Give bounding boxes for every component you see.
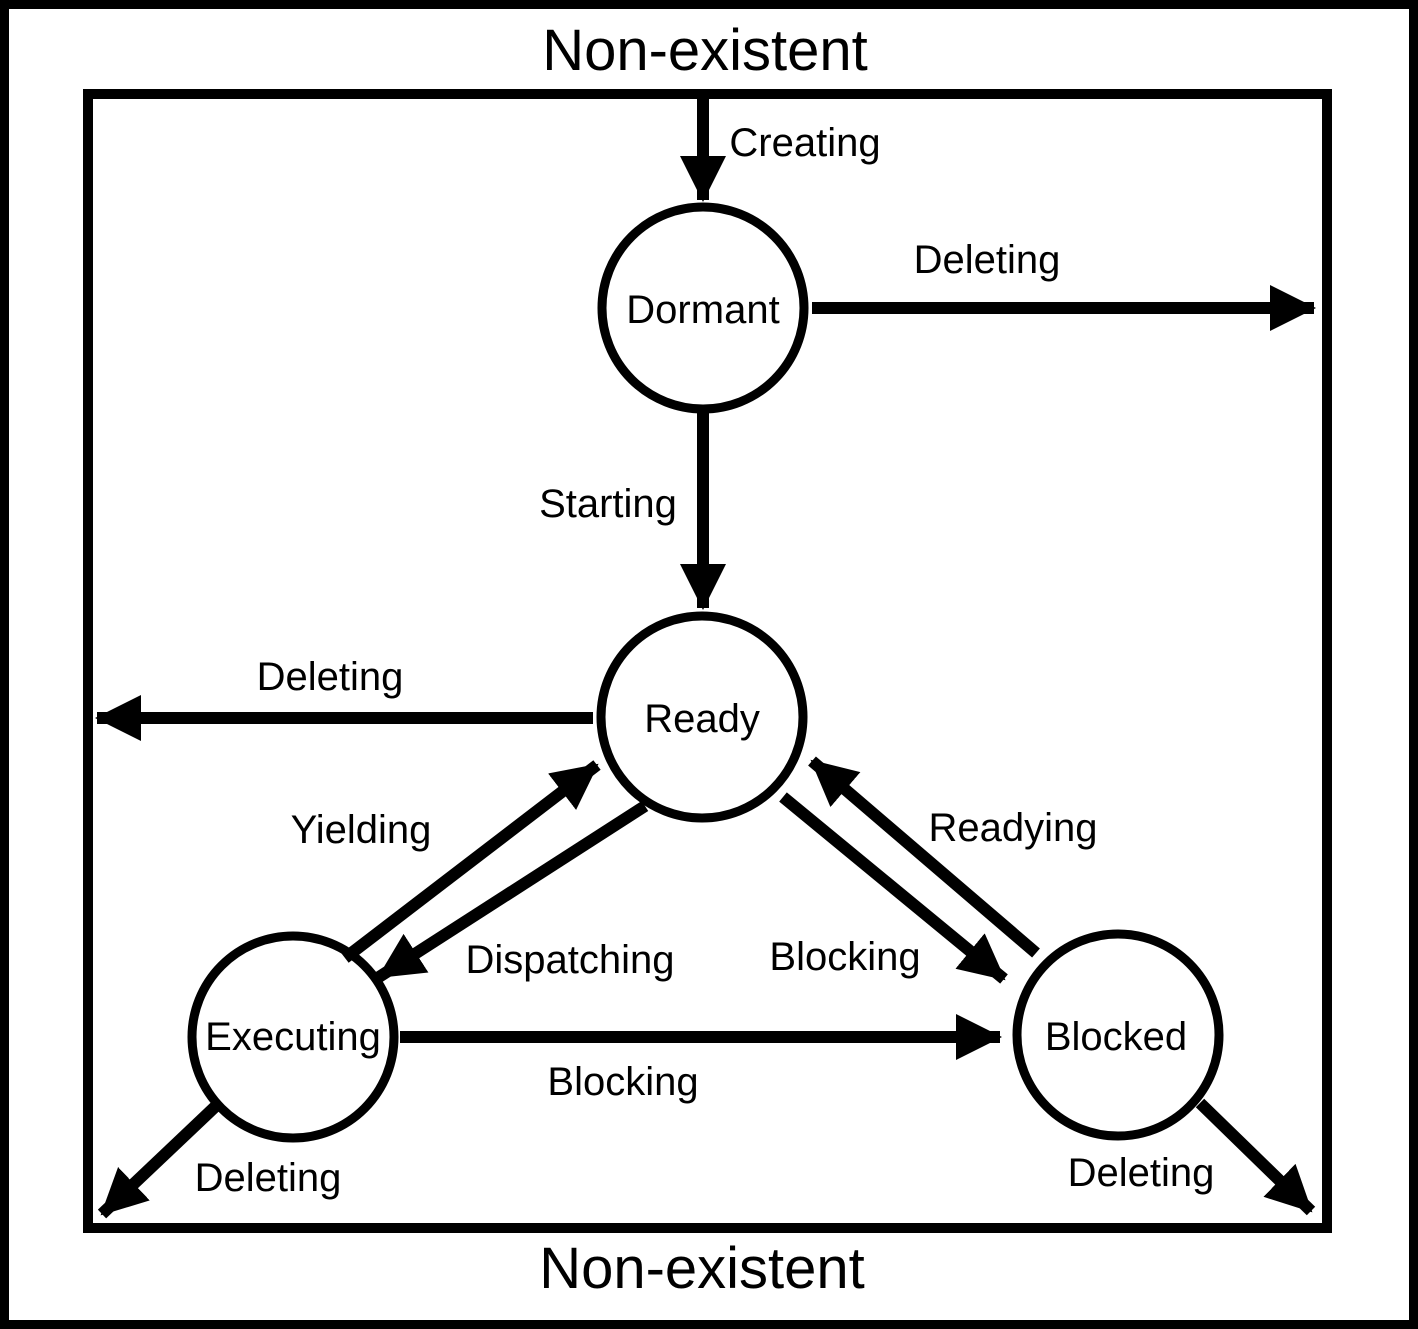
transition-dispatching-label: Dispatching [465,938,674,982]
state-executing-circle [187,931,399,1143]
transition-deleting-from-executing-label: Deleting [195,1156,342,1200]
state-ready-label: Ready [644,697,760,741]
transition-deleting-from-blocked-label: Deleting [1068,1151,1215,1195]
transition-readying-label: Readying [928,806,1097,850]
transition-dispatching-arrow [375,800,649,983]
state-ready-circle [596,611,808,823]
transition-blocking-horizontal-label: Blocking [547,1060,698,1104]
transition-deleting-from-ready-label: Deleting [257,655,404,699]
state-dormant-label: Dormant [626,288,779,332]
transition-readying-arrow [808,756,1040,958]
state-dormant-circle [597,202,809,414]
transition-deleting-from-executing-arrow [97,1099,223,1219]
state-blocked-label: Blocked [1045,1015,1187,1059]
transition-deleting-from-dormant-label: Deleting [914,238,1061,282]
transition-starting-label: Starting [539,482,677,526]
state-blocked-circle [1012,929,1224,1141]
state-executing-label: Executing [205,1015,381,1059]
transition-deleting-from-blocked-arrow [1195,1098,1316,1216]
transition-yielding-label: Yielding [291,808,432,852]
title-non-existent-bottom: Non-existent [539,1236,865,1301]
transition-creating-label: Creating [729,121,880,165]
transition-blocking-diagonal-arrow [779,792,1008,984]
title-non-existent-top: Non-existent [542,18,868,83]
transition-blocking-diagonal-label: Blocking [769,935,920,979]
transition-yielding-arrow [341,760,601,963]
inner-boundary [83,89,1332,1233]
